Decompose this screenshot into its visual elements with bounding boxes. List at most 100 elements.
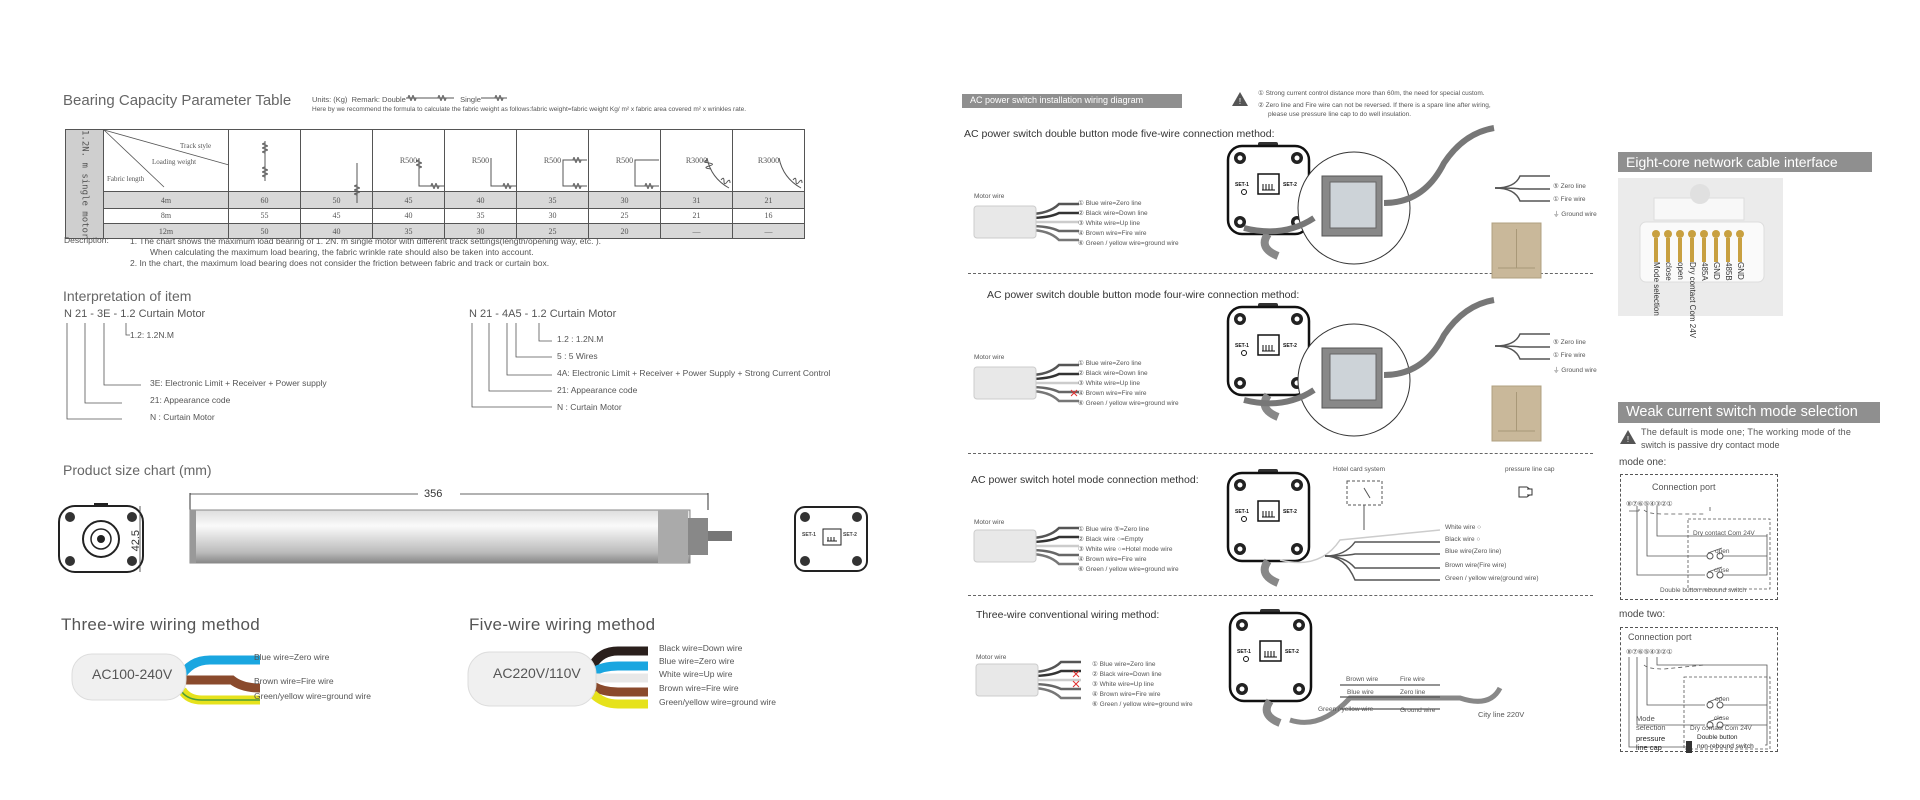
wire-label: ② Black wire=Down line: [1092, 671, 1162, 678]
five-wire-label-5: Green/yellow wire=ground wire: [659, 697, 776, 707]
mid-label-blue: Blue wire: [1347, 689, 1374, 696]
double-label: Double: [382, 95, 406, 104]
screw-hole: [1296, 622, 1302, 628]
weak-current-title: Weak current switch mode selection: [1618, 402, 1880, 423]
left-item-1: 1.2: 1.2N.M: [130, 330, 174, 340]
mode-two-com: Dry contact Com 24V: [1690, 725, 1752, 732]
right-wire-label: White wire ○: [1445, 524, 1482, 531]
divider: [968, 453, 1593, 454]
mode-one-box: [1620, 474, 1778, 600]
track-l-single-icon: [490, 158, 517, 190]
wire-label: ④ Brown wire=Fire wire: [1078, 556, 1147, 563]
gold-pin: [1654, 238, 1658, 262]
supply-wire: [1494, 345, 1550, 360]
wire-label: ⑥ Green / yellow wire=ground wire: [1078, 566, 1179, 573]
row-length: 12m: [103, 223, 229, 240]
formula-text: Here by we recommend the formula to calc…: [312, 106, 747, 113]
track-style-label: Track style: [180, 142, 212, 150]
right-wire-label: Blue wire(Zero line): [1445, 548, 1502, 555]
right-wire-label: ⏚ Ground wire: [1553, 367, 1597, 374]
right-wire-label: ① Fire wire: [1553, 196, 1586, 203]
cell: —: [660, 223, 733, 240]
left-item-4: N : Curtain Motor: [150, 412, 215, 422]
right-item-1: 1.2 : 1.2N.M: [557, 334, 604, 344]
pin-label: 485A: [1700, 262, 1709, 281]
wire-label: ② Black wire ○=Empty: [1078, 536, 1144, 543]
right-wire-label: Black wire ○: [1445, 536, 1481, 543]
pressure-cap-tip: [1527, 488, 1533, 496]
cell: 35: [444, 207, 517, 225]
description-line-1: 1. The chart shows the maximum load bear…: [130, 236, 602, 246]
left-item-2: 3E: Electronic Limit + Receiver + Power …: [150, 378, 327, 388]
five-wire-title: Five-wire wiring method: [469, 615, 656, 634]
pin-number-icon: [1688, 230, 1696, 238]
cell: 40: [372, 207, 445, 225]
hotel-wire: [1324, 553, 1440, 557]
track-u-single-icon: [634, 159, 659, 190]
screw-hole: [1237, 316, 1243, 322]
cable-loop: [1260, 231, 1280, 260]
hotel-card-label: Hotel card system: [1333, 466, 1386, 473]
set1-label: SET-1: [1235, 343, 1249, 349]
mode-sel-1: Mode: [1636, 714, 1655, 723]
city-line-label: City line 220V: [1478, 710, 1525, 719]
cross-icon: [1070, 389, 1078, 397]
set-button: [1241, 516, 1247, 522]
wire-label: ① Blue wire ⑤=Zero line: [1078, 526, 1150, 533]
mode-two-pins: ⑧⑦⑥⑤④③②①: [1626, 649, 1673, 656]
set-button: [1243, 656, 1249, 662]
wire-label: ① Blue wire=Zero line: [1092, 661, 1156, 668]
three-wire-voltage: AC100-240V: [92, 666, 173, 682]
motor-wire-label: Motor wire: [974, 193, 1005, 200]
hotel-card-box: [1346, 480, 1383, 506]
right-wire-label: Green / yellow wire(ground wire): [1445, 575, 1539, 582]
switch-module: [1329, 181, 1377, 229]
interpretation-title: Interpretation of item: [63, 288, 192, 304]
weak-note-2: switch is passive dry contact mode: [1641, 440, 1780, 450]
warning-2b: please use pressure line cap to do well …: [1268, 111, 1412, 118]
five-wire-label-1: Black wire=Down wire: [659, 643, 743, 653]
pin-number-icon: [1652, 230, 1660, 238]
mode-two-port: Connection port: [1628, 632, 1692, 642]
gold-pin: [1726, 238, 1730, 262]
bearing-capacity-table: 1.2N. m single motor Track style Loading…: [65, 128, 805, 240]
screw-hole: [1237, 155, 1243, 161]
cross-icon: [1072, 670, 1080, 678]
mid-label-zero: Zero line: [1400, 689, 1426, 696]
gold-pin: [1678, 238, 1682, 262]
mode-one-pins: ⑧⑦⑥⑤④③②①: [1626, 501, 1673, 508]
track-cell: R3000: [660, 128, 733, 193]
right-wire-label: ① Fire wire: [1553, 352, 1586, 359]
gold-pin: [1690, 238, 1694, 262]
wire-label: ⑥ Green / yellow wire=ground wire: [1078, 400, 1179, 407]
weak-note-1: The default is mode one; The working mod…: [1641, 427, 1852, 437]
mid-label-ground: Ground wire: [1400, 707, 1436, 714]
track-radius: R500: [615, 156, 634, 166]
rj45-connector-image: [1618, 178, 1783, 316]
divider: [968, 273, 1593, 274]
mode-one-circuit: [1629, 506, 1771, 590]
cell: 30: [588, 191, 661, 209]
wire-label: ② Black wire=Down line: [1078, 210, 1148, 217]
screw-hole: [1237, 219, 1243, 225]
five-wire-method-title: AC power switch double button mode five-…: [964, 128, 1275, 140]
supply-wire: [1494, 175, 1550, 189]
mode-two-box: [1620, 627, 1778, 752]
track-curve-single-icon: [778, 158, 802, 189]
gold-pin: [1702, 238, 1706, 262]
gold-pin: [1714, 238, 1718, 262]
screw-hole: [1237, 546, 1243, 552]
cell: 40: [444, 191, 517, 209]
fabric-length-label: Fabric length: [107, 175, 145, 183]
cell: 35: [516, 191, 589, 209]
hotel-switch: [1363, 487, 1371, 530]
set1-label: SET-1: [802, 532, 816, 538]
left-item-3: 21: Appearance code: [150, 395, 231, 405]
wire-label: ⑥ Green / yellow wire=ground wire: [1078, 240, 1179, 247]
left-code: N 21 - 3E - 1.2 Curtain Motor: [64, 308, 206, 320]
three-wire-label-2: Brown wire=Fire wire: [254, 676, 334, 686]
mode-one-open: open: [1715, 548, 1730, 555]
